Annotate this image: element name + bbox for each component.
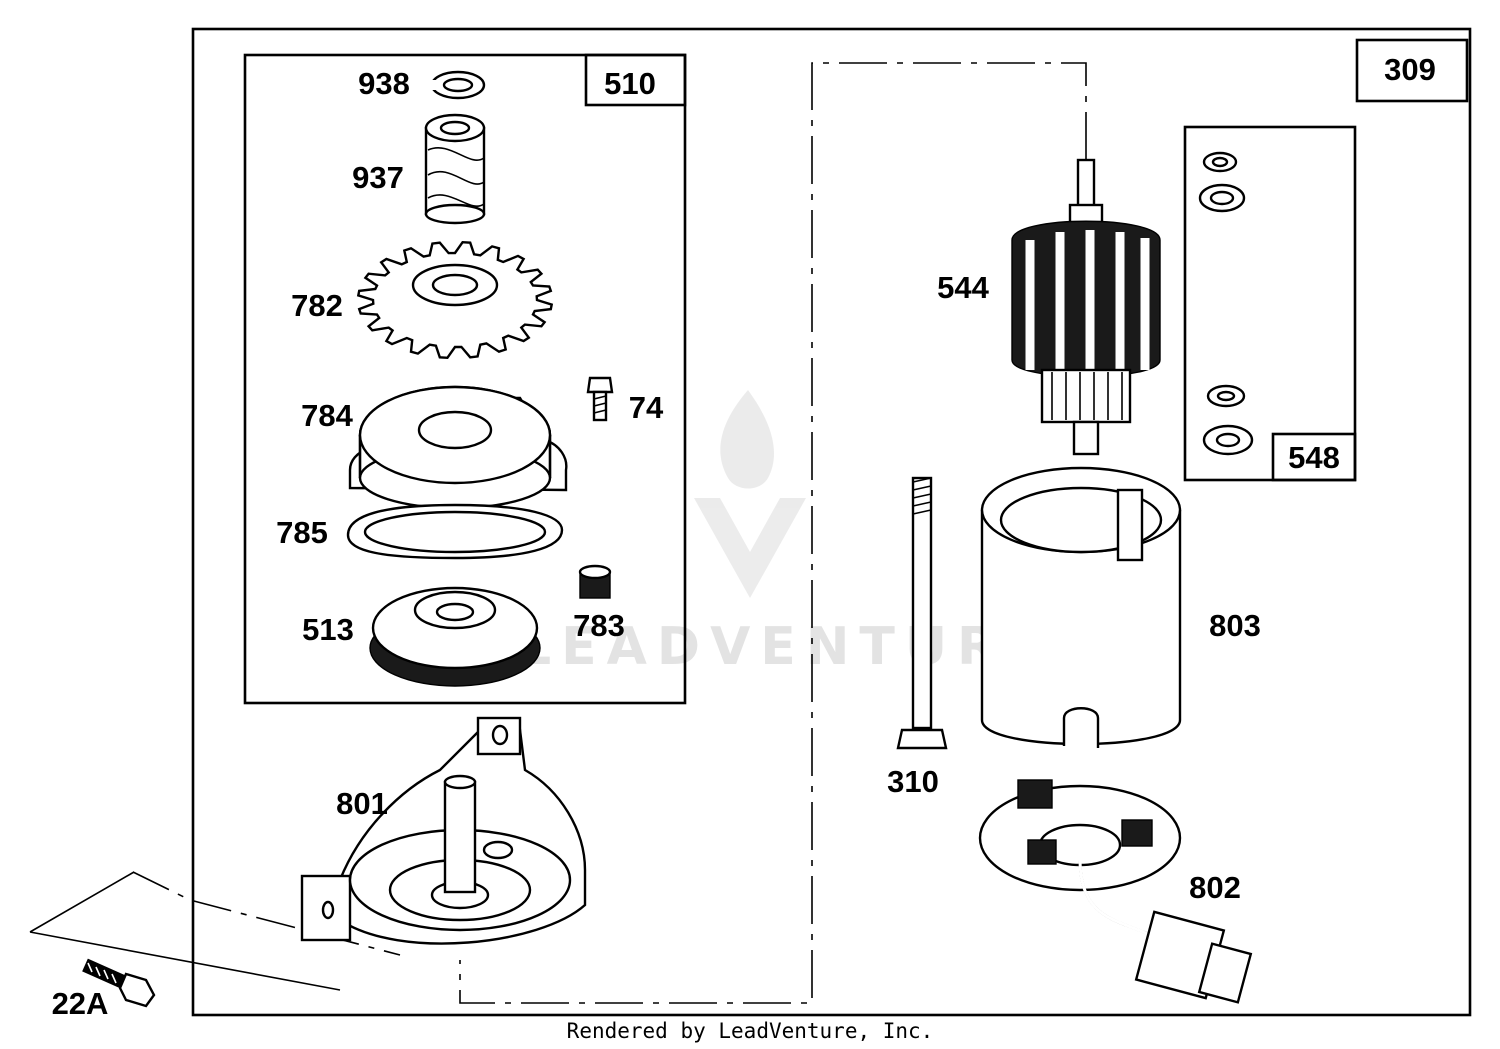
part-label-785: 785 [276, 515, 328, 550]
drive-housing-801 [300, 716, 587, 945]
group-309-box [1355, 38, 1469, 103]
footer-credit: Rendered by LeadVenture, Inc. [567, 1019, 934, 1043]
kit-510-frame [243, 53, 687, 705]
watermark-text: LEADVENTURE [518, 617, 1053, 677]
brush-plate-802 [978, 779, 1253, 1004]
part-label-784: 784 [301, 398, 353, 433]
gear-782 [356, 240, 554, 360]
screw-74 [586, 376, 614, 422]
kit-510-label-box [584, 53, 687, 107]
ring-gear-513 [369, 586, 541, 687]
part-label-801: 801 [336, 786, 388, 821]
part-label-74: 74 [629, 390, 664, 425]
part-label-937: 937 [352, 160, 404, 195]
group-label-510: 510 [604, 66, 656, 101]
part-label-802: 802 [1189, 870, 1241, 905]
kit-548-frame [1183, 125, 1357, 482]
bolt-22a [29, 871, 341, 1008]
clip-938 [428, 70, 486, 100]
armature-544 [1011, 158, 1161, 456]
part-label-938: 938 [358, 66, 410, 101]
helix-drive-937 [424, 113, 486, 225]
pinion-783 [578, 564, 612, 599]
part-label-544: 544 [937, 270, 989, 305]
part-label-782: 782 [291, 288, 343, 323]
kit-548-label-box [1271, 432, 1357, 482]
outer-frame [191, 27, 1472, 1017]
group-label-309: 309 [1384, 52, 1436, 87]
watermark-logo [694, 390, 806, 598]
washers-548 [1198, 151, 1254, 456]
part-label-513: 513 [302, 612, 354, 647]
part-label-310: 310 [887, 764, 939, 799]
part-label-22a: 22A [52, 986, 109, 1021]
group-label-548: 548 [1288, 440, 1340, 475]
gasket-785 [346, 503, 564, 560]
assembly-leader-line [459, 62, 1087, 1004]
motor-frame-803 [980, 466, 1182, 748]
part-label-783: 783 [573, 608, 625, 643]
part-label-803: 803 [1209, 608, 1261, 643]
end-cap-784 [348, 385, 568, 510]
through-bolt-310 [896, 476, 948, 750]
